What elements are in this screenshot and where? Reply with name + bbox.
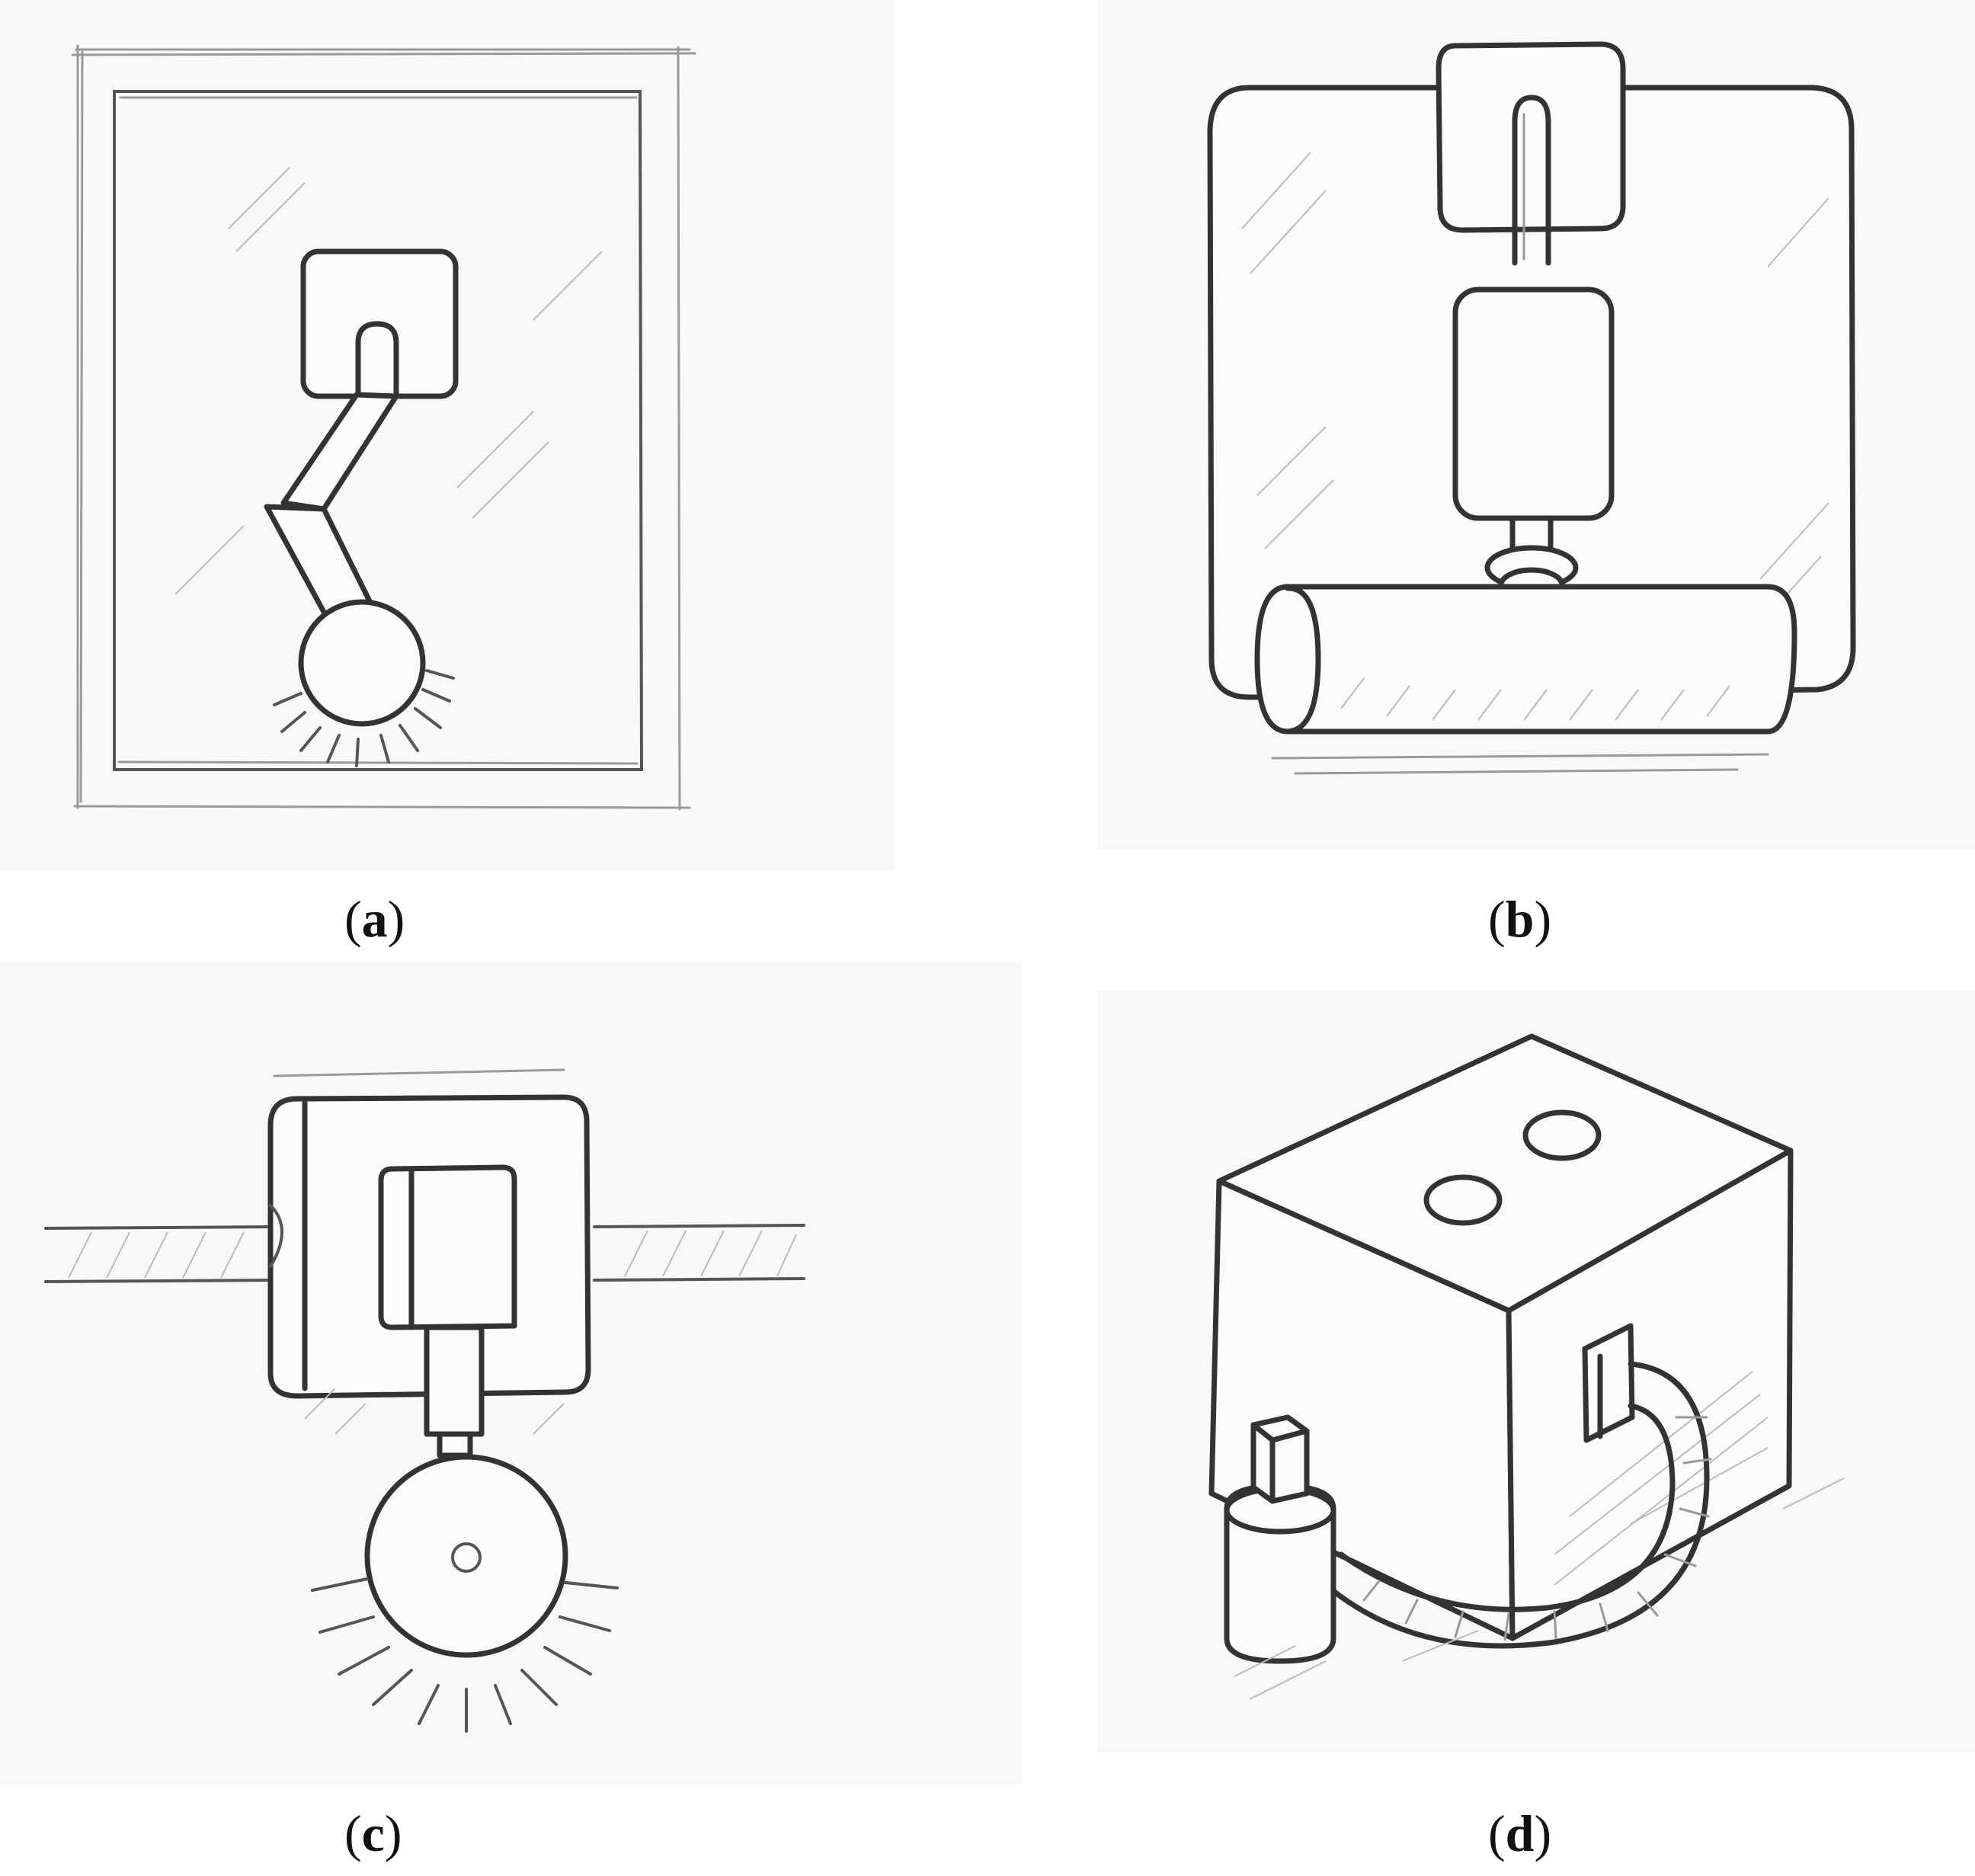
- hub: [451, 1542, 482, 1573]
- sketch-a-drawing: [71, 44, 696, 811]
- caption-b-letter: b: [1505, 890, 1535, 948]
- sketch-panel-a: [0, 0, 895, 871]
- roller: [1254, 584, 1797, 735]
- arm: [424, 1324, 485, 1437]
- sketch-c-drawing: [44, 1068, 805, 1733]
- rail: [44, 1224, 805, 1283]
- caption-d-letter: d: [1505, 1804, 1535, 1862]
- brush-wheel: [364, 1454, 568, 1658]
- caption-a: (a): [344, 890, 405, 948]
- hose: [1323, 1361, 1710, 1649]
- top-clamp: [1436, 41, 1626, 233]
- caption-a-letter: a: [361, 890, 388, 948]
- sketch-panel-d: [1097, 991, 1975, 1753]
- caption-c-letter: c: [361, 1804, 385, 1862]
- caption-b: (b): [1488, 890, 1552, 948]
- caption-c: (c): [344, 1804, 402, 1862]
- port: [1582, 1323, 1635, 1443]
- box-side: [1506, 1148, 1794, 1641]
- caption-d: (d): [1488, 1804, 1552, 1862]
- brush-wheel: [298, 599, 426, 727]
- carriage: [1452, 287, 1615, 521]
- vertical-rail: [1512, 94, 1551, 266]
- sketch-b-drawing: [1207, 41, 1856, 775]
- sketch-panel-b: [1097, 0, 1975, 850]
- button-2: [1423, 1174, 1503, 1226]
- sketch-panel-c: [0, 962, 1021, 1785]
- inner-block: [378, 1164, 517, 1330]
- upper-arm: [280, 392, 399, 512]
- button-1: [1522, 1109, 1602, 1161]
- sketch-d-drawing: [1208, 1033, 1845, 1700]
